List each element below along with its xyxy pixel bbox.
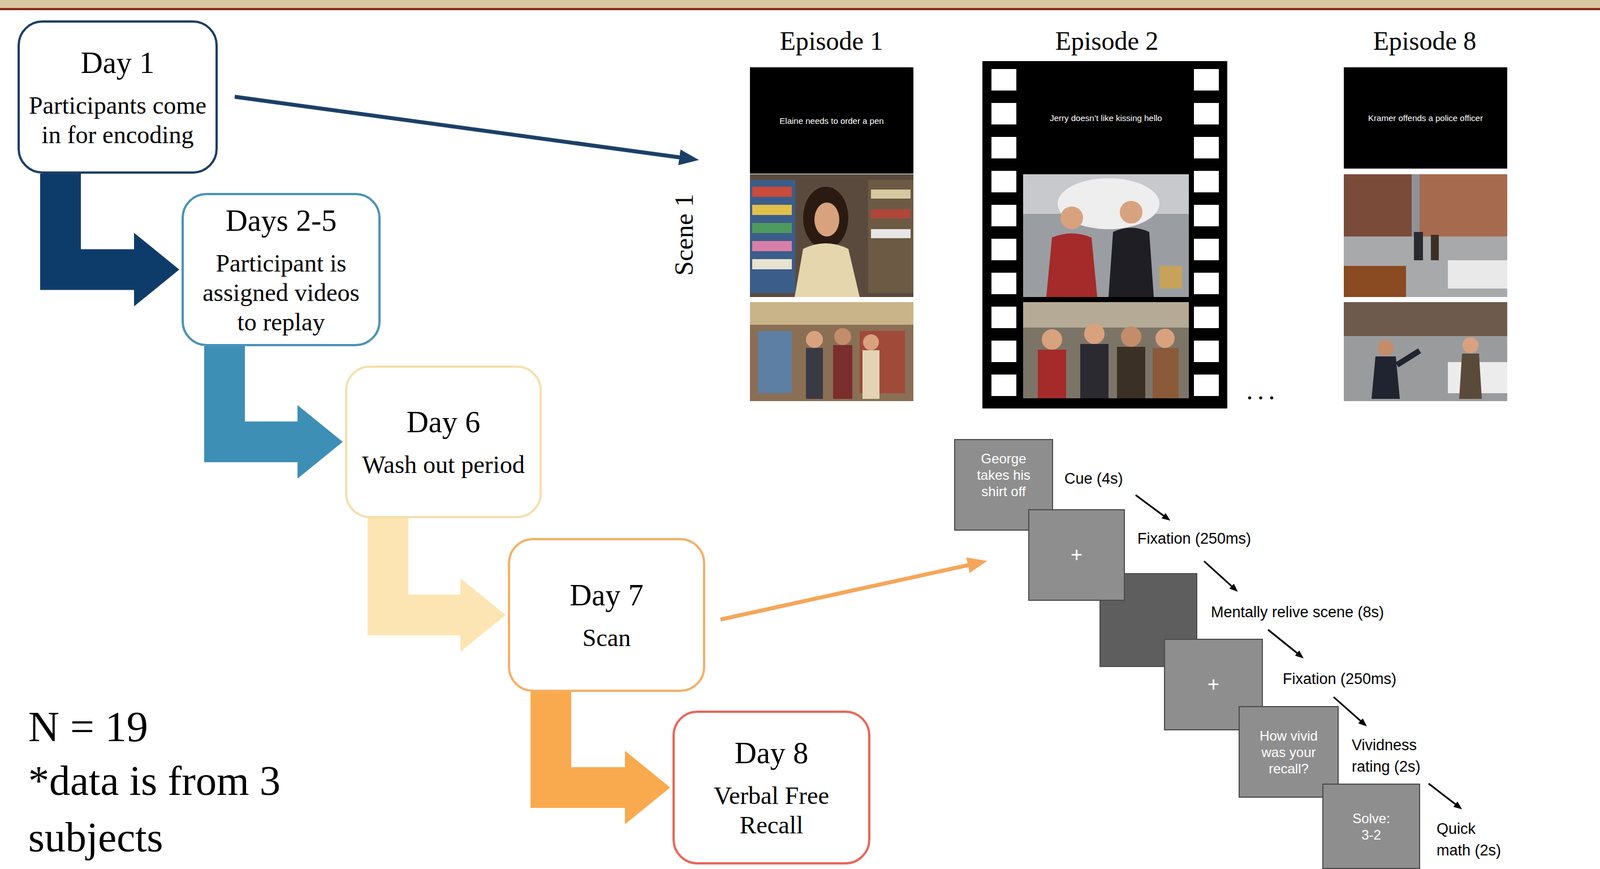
- sample-size: N = 19: [28, 697, 149, 755]
- screen-text: Solve: 3-2: [1347, 809, 1396, 843]
- ellipsis: ...: [1246, 374, 1280, 407]
- screen-text: +: [1070, 543, 1083, 567]
- scene-image: [1023, 302, 1189, 399]
- episode-label-box: Episode 8: [1373, 25, 1477, 57]
- scan-arrow: [720, 563, 976, 620]
- ellipsis-box: ...: [1246, 374, 1280, 407]
- episode-label-box: Episode 2: [1055, 25, 1159, 57]
- episode-label: Episode 2: [1055, 25, 1159, 57]
- scene-image: [749, 302, 914, 401]
- step-label-box: Quick math (2s): [1436, 817, 1511, 861]
- day-heading: Day 7: [569, 576, 644, 614]
- step-label: Fixation (250ms): [1282, 669, 1397, 688]
- step-label: Mentally relive scene (8s): [1210, 602, 1384, 621]
- flow-arrow: [204, 346, 343, 479]
- film-strip: [982, 61, 1228, 409]
- scene-label-box: Scene 1: [668, 193, 700, 276]
- stage-description: Participant is assigned videos to replay: [190, 248, 372, 338]
- episode-title-card: Elaine needs to order a pen: [749, 67, 914, 174]
- step-label-box: Vividness rating (2s): [1351, 734, 1451, 778]
- stage-box: Day 1 Participants come in for encoding: [17, 20, 218, 174]
- episode-label-box: Episode 1: [779, 25, 884, 57]
- scene-image: [1343, 302, 1508, 401]
- sequence-arrow: [1135, 494, 1459, 806]
- scene-image: [1343, 174, 1508, 297]
- stage-box: Day 8 Verbal Free Recall: [672, 710, 871, 865]
- episode-title-card: Jerry doesn’t like kissing hello: [1023, 67, 1189, 169]
- stage-box: Day 6 Wash out period: [344, 365, 542, 519]
- episode-caption: Kramer offends a police officer: [1368, 112, 1483, 124]
- step-label: Vividness rating (2s): [1351, 734, 1451, 778]
- day-heading: Days 2-5: [225, 202, 337, 239]
- top-band: [0, 0, 1600, 11]
- day-heading: Day 6: [406, 403, 481, 441]
- day-heading: Day 8: [734, 734, 809, 771]
- day-heading: Day 1: [80, 44, 155, 81]
- flow-arrow: [530, 691, 671, 825]
- scene-image: [1023, 174, 1189, 297]
- flow-arrow: [40, 173, 180, 307]
- trial-screen: +: [1028, 509, 1125, 601]
- episode-caption: Jerry doesn’t like kissing hello: [1049, 112, 1162, 124]
- sample-size-box: N = 19: [28, 697, 149, 755]
- stage-description: Verbal Free Recall: [681, 781, 862, 840]
- scene-label: Scene 1: [668, 193, 700, 276]
- episode-title-card: Kramer offends a police officer: [1343, 67, 1508, 169]
- stage-description: Participants come in for encoding: [26, 91, 209, 150]
- episode-label: Episode 1: [779, 25, 884, 57]
- screen-text: George takes his shirt off: [965, 450, 1042, 500]
- step-label: Quick math (2s): [1436, 817, 1511, 861]
- step-label: Cue (4s): [1064, 469, 1124, 488]
- step-label-box: Fixation (250ms): [1137, 529, 1252, 548]
- step-label-box: Cue (4s): [1064, 469, 1124, 488]
- stage-box: Days 2-5Participant is assigned videos t…: [181, 192, 381, 347]
- episode-caption: Elaine needs to order a pen: [779, 115, 884, 127]
- stage-description: Scan: [582, 623, 632, 653]
- step-label-box: Mentally relive scene (8s): [1210, 602, 1384, 621]
- episode-label: Episode 8: [1373, 25, 1477, 57]
- flow-arrow: [367, 518, 506, 652]
- screen-text: How vivid was your recall?: [1249, 727, 1328, 777]
- trial-screen: Solve: 3-2: [1322, 783, 1421, 869]
- step-label-box: Fixation (250ms): [1282, 669, 1397, 688]
- data-note-box: *data is from 3 subjects: [28, 752, 345, 866]
- scene-image: [749, 174, 914, 297]
- screen-text: +: [1207, 673, 1220, 696]
- encoding-arrow: [234, 96, 688, 159]
- step-label: Fixation (250ms): [1137, 529, 1252, 548]
- data-note: *data is from 3 subjects: [28, 752, 345, 866]
- stage-description: Wash out period: [361, 450, 525, 480]
- stage-box: Day 7 Scan: [507, 537, 706, 692]
